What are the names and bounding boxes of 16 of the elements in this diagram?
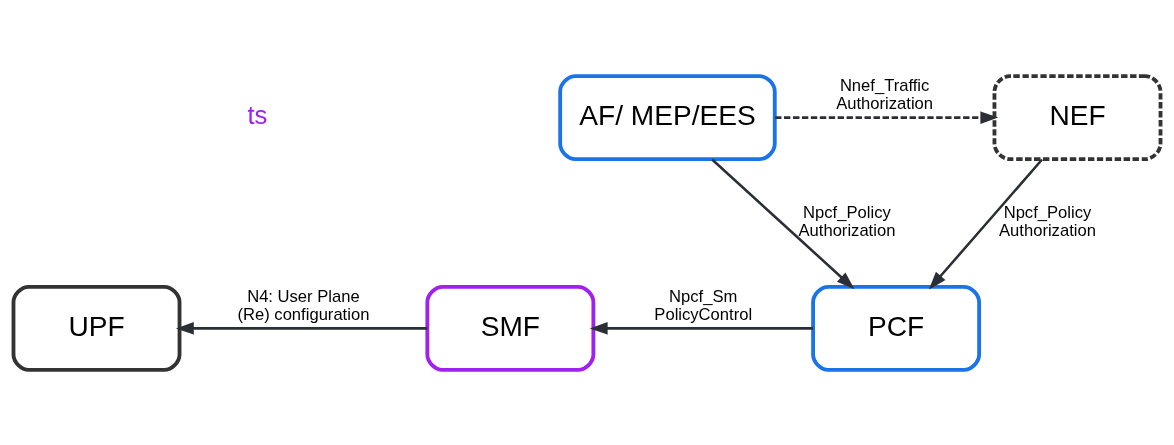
arrow: [775, 110, 999, 124]
edge-label: Npcf_Sm PolicyControl: [654, 286, 753, 324]
edge-label: Npcf_Policy Authorization: [798, 202, 896, 240]
label: ts: [247, 100, 268, 129]
node-box: SMF: [425, 284, 596, 372]
arrow: [589, 321, 814, 335]
node-box: PCF: [811, 284, 982, 372]
arrow: [711, 158, 855, 289]
edge-label: Npcf_Policy Authorization: [999, 202, 1096, 240]
edge-label: Nnef_Traffic Authorization: [836, 75, 934, 113]
node-box: UPF: [11, 284, 182, 372]
arrow: [175, 321, 428, 335]
edge-label: N4: User Plane (Re) configuration: [237, 286, 370, 324]
arrow: [928, 158, 1044, 289]
node-box: NEF: [992, 73, 1163, 161]
node-box: AF/ MEP/EES: [558, 73, 777, 161]
